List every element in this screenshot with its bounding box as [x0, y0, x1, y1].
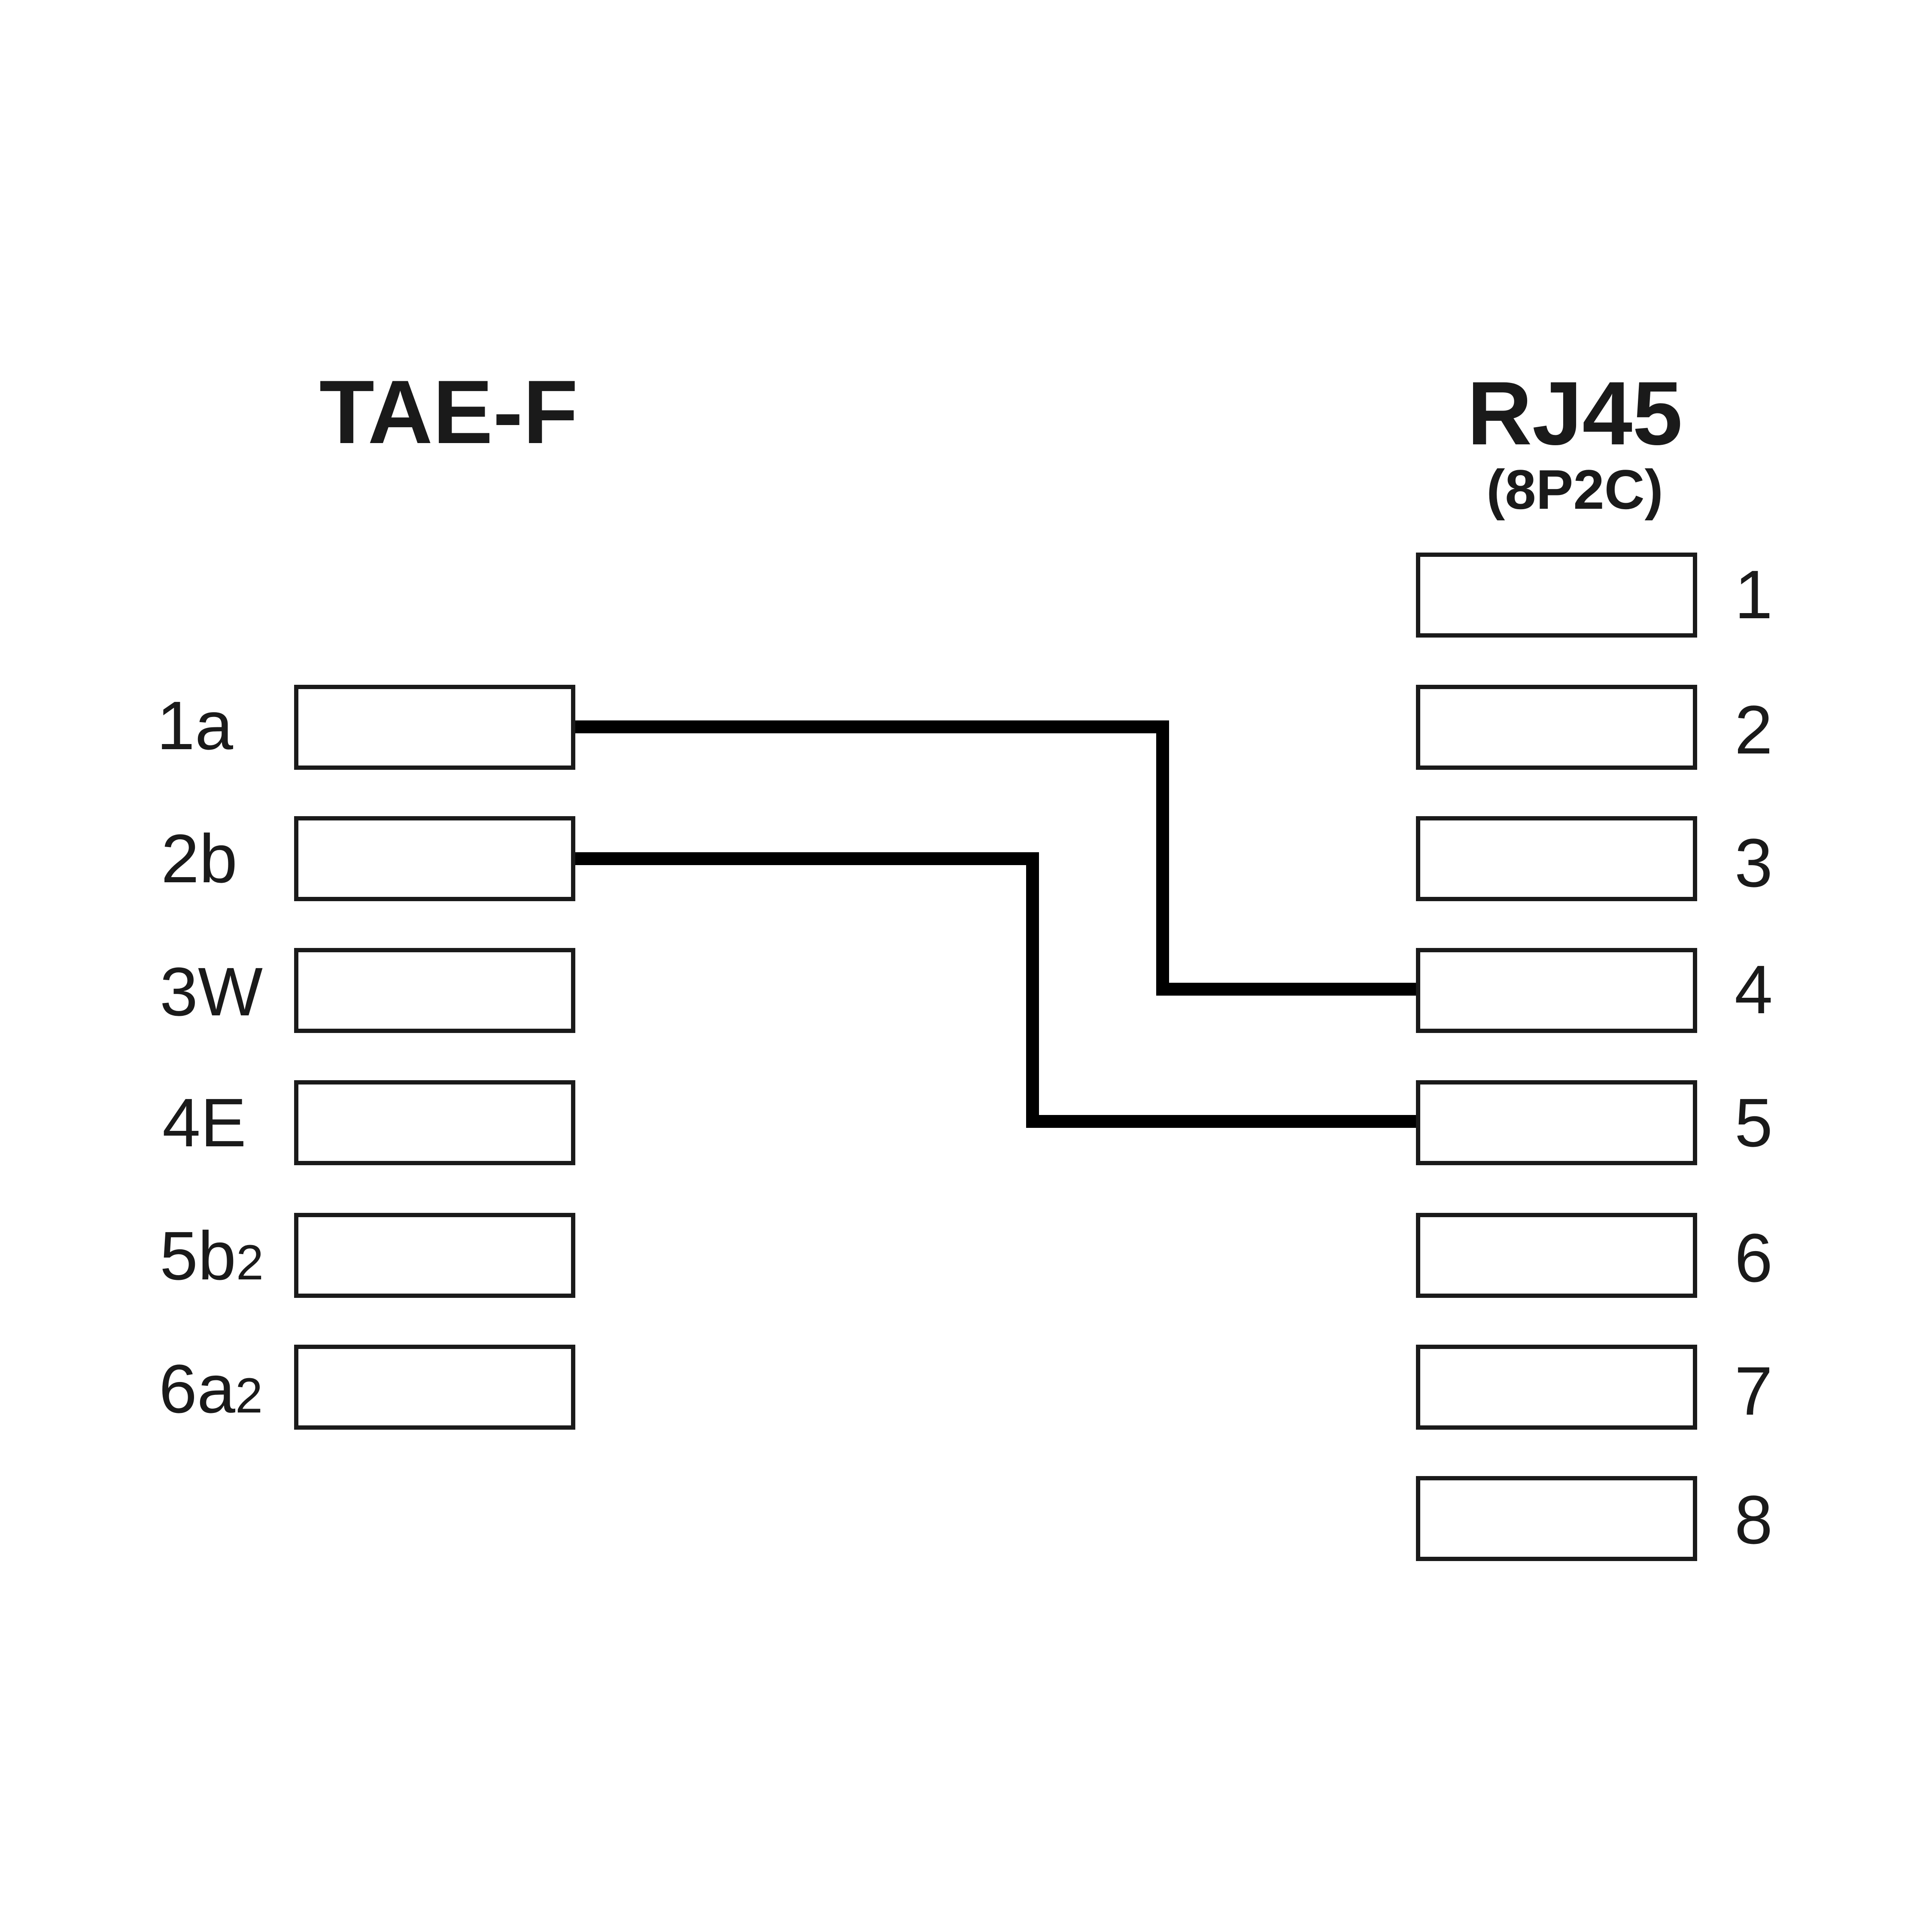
tae-pin-box	[294, 1080, 575, 1165]
wires	[573, 720, 1418, 1128]
rj45-pin-label: 1	[1735, 556, 1773, 633]
tae-pin-box	[294, 816, 575, 901]
tae-pin-label: 1a	[157, 687, 233, 764]
rj45-pin-box	[1416, 553, 1697, 638]
tae-pin-4e: 4E	[162, 1080, 575, 1165]
tae-pin-box	[294, 1213, 575, 1298]
rj45-pin-box	[1416, 948, 1697, 1033]
wire-2b-to-5	[573, 852, 1418, 1128]
tae-pin-label: 2b	[161, 820, 237, 897]
rj45-pin-box	[1416, 816, 1697, 901]
rj45-pin-box	[1416, 1345, 1697, 1430]
rj45-connector: RJ45 (8P2C) 1 2 3 4 5 6 7	[1416, 363, 1773, 1561]
tae-pin-box	[294, 685, 575, 770]
tae-pin-label: 3W	[160, 953, 263, 1030]
tae-pin-box	[294, 1345, 575, 1430]
tae-f-connector: TAE-F 1a 2b 3W 4E 5b2 6a2	[157, 361, 578, 1430]
rj45-pin-7: 7	[1416, 1345, 1773, 1430]
tae-pin-5b2: 5b2	[160, 1213, 575, 1298]
rj45-pin-label: 7	[1735, 1352, 1773, 1429]
tae-pin-label: 5b2	[160, 1217, 264, 1294]
rj45-pin-box	[1416, 685, 1697, 770]
rj45-pin-box	[1416, 1080, 1697, 1165]
rj45-pin-1: 1	[1416, 553, 1773, 638]
rj45-pin-6: 6	[1416, 1213, 1773, 1298]
rj45-pin-label: 3	[1735, 824, 1773, 901]
tae-pin-2b: 2b	[161, 816, 575, 901]
tae-pin-3w: 3W	[160, 948, 575, 1033]
rj45-subtitle: (8P2C)	[1486, 458, 1663, 521]
rj45-pin-4: 4	[1416, 948, 1773, 1033]
tae-pin-6a2: 6a2	[159, 1345, 575, 1430]
rj45-pin-box	[1416, 1213, 1697, 1298]
rj45-title: RJ45	[1467, 363, 1683, 464]
rj45-pin-2: 2	[1416, 685, 1773, 770]
wire-1a-to-4	[573, 720, 1418, 996]
tae-pin-label: 4E	[162, 1084, 246, 1161]
tae-pin-label: 6a2	[159, 1350, 263, 1427]
rj45-pin-5: 5	[1416, 1080, 1773, 1165]
tae-pin-1a: 1a	[157, 685, 575, 770]
rj45-pin-label: 2	[1735, 691, 1773, 768]
rj45-pin-3: 3	[1416, 816, 1773, 901]
rj45-pin-box	[1416, 1476, 1697, 1561]
rj45-pin-label: 8	[1735, 1481, 1773, 1558]
rj45-pin-8: 8	[1416, 1476, 1773, 1561]
tae-f-title: TAE-F	[319, 361, 578, 462]
tae-pin-box	[294, 948, 575, 1033]
rj45-pin-label: 5	[1735, 1084, 1773, 1161]
rj45-pin-label: 4	[1735, 951, 1773, 1028]
rj45-pin-label: 6	[1735, 1219, 1773, 1296]
